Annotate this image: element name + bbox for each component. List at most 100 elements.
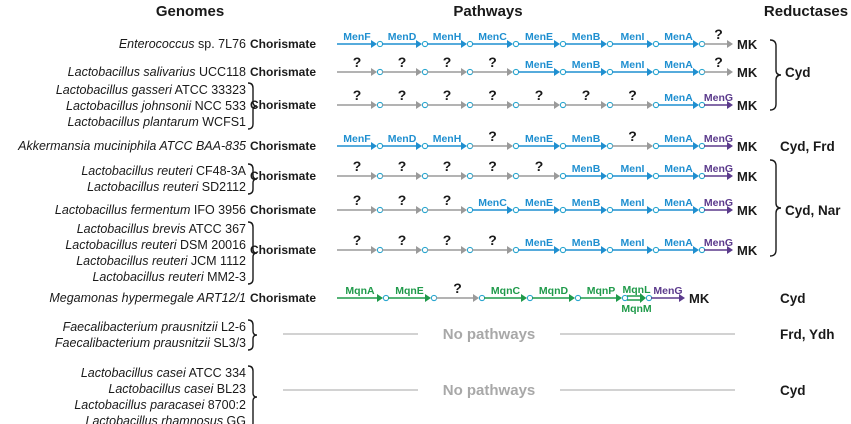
genome-name: Enterococcus sp. 7L76	[119, 37, 246, 51]
arrow-head	[601, 101, 607, 109]
genome-strain: UCC118	[196, 65, 247, 79]
unknown-step-label: ?	[398, 54, 407, 70]
mk-label: MK	[737, 98, 758, 113]
intermediate-node	[559, 206, 567, 214]
genome-genus: Lactobacillus reuteri	[65, 238, 177, 252]
enzyme-label: MenA	[664, 59, 693, 71]
genome-strain: SL3/3	[210, 336, 246, 350]
intermediate-node	[606, 206, 614, 214]
intermediate-node	[466, 68, 474, 76]
chorismate-label: Chorismate	[250, 139, 316, 153]
intermediate-node	[512, 142, 520, 150]
genome-strain: NCC 533	[191, 99, 246, 113]
arrow-head	[640, 293, 646, 303]
intermediate-node	[466, 206, 474, 214]
arrow-head	[616, 294, 622, 302]
enzyme-label: MenB	[572, 59, 601, 71]
unknown-step-label: ?	[353, 87, 362, 103]
unknown-step-label: ?	[714, 26, 723, 42]
enzyme-label: MenB	[572, 237, 601, 249]
intermediate-node	[559, 40, 567, 48]
intermediate-node	[430, 294, 438, 302]
mk-label: MK	[737, 169, 758, 184]
enzyme-label: MenI	[621, 197, 645, 209]
arrow-head	[416, 172, 422, 180]
genome-name: Akkermansia muciniphila ATCC BAA-835	[17, 139, 246, 153]
enzyme-label: MenI	[621, 59, 645, 71]
enzyme-label: MenG	[704, 237, 733, 249]
unknown-step-label: ?	[628, 87, 637, 103]
genome-name: Lactobacillus rhamnosus GG	[86, 414, 247, 424]
unknown-step-label: ?	[488, 232, 497, 248]
arrow-head	[693, 68, 699, 76]
intermediate-node	[652, 101, 660, 109]
genome-name: Lactobacillus reuteri DSM 20016	[65, 238, 246, 252]
arrow-head	[425, 294, 431, 302]
arrow-head	[679, 294, 685, 302]
intermediate-node	[652, 68, 660, 76]
intermediate-node	[652, 206, 660, 214]
arrow-head	[693, 172, 699, 180]
genome-genus: Lactobacillus fermentum	[55, 203, 190, 217]
genome-strain: MM2-3	[204, 270, 246, 284]
unknown-step-label: ?	[443, 192, 452, 208]
header-genomes: Genomes	[156, 3, 224, 20]
arrow-head	[601, 142, 607, 150]
arrow-head	[601, 206, 607, 214]
reductase-label: Frd, Ydh	[780, 327, 835, 342]
enzyme-label: MenI	[621, 163, 645, 175]
intermediate-node	[382, 294, 390, 302]
enzyme-label: MenG	[704, 197, 733, 209]
intermediate-node	[466, 40, 474, 48]
genome-group-brace	[247, 82, 258, 130]
intermediate-node	[376, 101, 384, 109]
intermediate-node	[376, 40, 384, 48]
arrow-head	[473, 294, 479, 302]
genome-name: Lactobacillus reuteri CF48-3A	[81, 164, 246, 178]
enzyme-label: MqnA	[345, 285, 375, 297]
arrow-head	[416, 206, 422, 214]
unknown-step-label: ?	[453, 280, 462, 296]
genome-strain: sp. 7L76	[195, 37, 246, 51]
arrow-head	[647, 68, 653, 76]
arrow-head	[554, 40, 560, 48]
genome-genus: Lactobacillus reuteri	[87, 180, 199, 194]
enzyme-label: MenA	[664, 163, 693, 175]
arrow-head	[461, 142, 467, 150]
reductase-label: Cyd	[780, 383, 806, 398]
arrow-head	[647, 172, 653, 180]
enzyme-label: MenE	[525, 133, 553, 145]
genome-row: Faecalibacterium prausnitzii L2-6Faecali…	[55, 319, 735, 351]
genome-genus: Lactobacillus rhamnosus	[86, 414, 224, 424]
genome-genus: Faecalibacterium prausnitzii	[63, 320, 219, 334]
genome-strain: SD2112	[198, 180, 246, 194]
arrow-head	[371, 206, 377, 214]
reductase-brace	[769, 39, 782, 111]
arrow-head	[416, 246, 422, 254]
arrow-head	[601, 246, 607, 254]
arrow-head	[727, 40, 733, 48]
chorismate-label: Chorismate	[250, 203, 316, 217]
intermediate-node	[421, 142, 429, 150]
arrow-head	[647, 101, 653, 109]
unknown-step-label: ?	[443, 87, 452, 103]
genome-name: Lactobacillus reuteri SD2112	[87, 180, 246, 194]
arrow-head	[554, 172, 560, 180]
intermediate-node	[606, 142, 614, 150]
intermediate-node	[652, 40, 660, 48]
intermediate-node	[512, 40, 520, 48]
intermediate-node	[606, 172, 614, 180]
genome-strain: ATCC 33323	[172, 83, 246, 97]
genome-strain: CF48-3A	[193, 164, 247, 178]
arrow-head	[554, 246, 560, 254]
genome-name: Faecalibacterium prausnitzii L2-6	[63, 320, 246, 334]
arrow-head	[371, 101, 377, 109]
arrow-head	[371, 68, 377, 76]
mk-label: MK	[737, 65, 758, 80]
genome-strain: IFO 3956	[190, 203, 246, 217]
arrow-head	[693, 142, 699, 150]
genome-genus: Lactobacillus johnsonii	[66, 99, 192, 113]
intermediate-node	[512, 68, 520, 76]
intermediate-node	[421, 40, 429, 48]
